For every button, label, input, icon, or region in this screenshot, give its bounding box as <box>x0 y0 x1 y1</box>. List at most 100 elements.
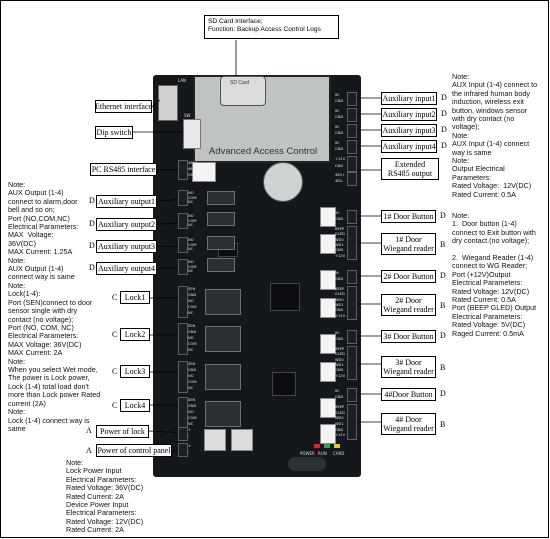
letter-a: A <box>86 446 92 455</box>
terminal-pin-label: NO <box>188 238 194 242</box>
lock-power-terminal <box>178 427 188 441</box>
sd-callout-line1: SD Card Interface; <box>208 18 263 25</box>
rs485-terminal <box>178 160 188 180</box>
note-door-wiegand: Note: 1. Door button (1-4) connect to Ex… <box>452 211 537 338</box>
panel-title: Advanced Access Control <box>208 146 318 157</box>
letter-b: B <box>440 420 446 429</box>
header-connector <box>320 362 336 382</box>
terminal-pin-label: + <box>188 444 192 448</box>
letter-d: D <box>441 93 447 102</box>
aux-output-1-label: Auxiliary output1 <box>96 195 157 208</box>
coin-battery <box>263 162 303 202</box>
letter-d: D <box>89 196 95 205</box>
terminal-pin-label: COM <box>188 242 197 247</box>
door-button-terminal <box>347 210 357 224</box>
terminal-pin-label: NO <box>188 410 194 414</box>
terminal-pin-label: GLED <box>335 232 345 237</box>
terminal-pin-label: NC <box>188 311 194 315</box>
aux-input-terminal <box>347 140 357 154</box>
lock-4-label: Lock4 <box>120 399 150 412</box>
relay <box>205 289 241 315</box>
relay <box>207 236 235 250</box>
main-chip <box>270 283 300 311</box>
power-jack <box>204 429 226 451</box>
led-label-run: RUN <box>318 451 327 456</box>
letter-d: D <box>441 109 447 118</box>
terminal-pin-label: 485+ <box>188 161 198 165</box>
terminal-pin-label: BEEP <box>335 347 345 351</box>
door-button-1-label: 1# Door Button <box>381 210 436 223</box>
lock-terminal <box>178 397 188 429</box>
terminal-pin-label: GND <box>335 395 344 399</box>
terminal-pin-label: NO <box>188 191 194 195</box>
header-connector <box>320 207 336 227</box>
note-aux-output: Note: AUX Output (1-4) connect to alarm,… <box>8 180 79 282</box>
terminal-pin-label: + <box>188 428 192 432</box>
letter-a: A <box>86 426 92 435</box>
pc-rs485-label: PC RS485 interface <box>90 163 157 176</box>
aux-output-4-label: Auxiliary output4 <box>96 262 157 275</box>
letter-d: D <box>89 263 95 272</box>
letter-b: B <box>440 301 446 310</box>
terminal-pin-label: NC <box>188 269 194 274</box>
terminal-pin-label: NC <box>188 200 194 205</box>
wiegand-2-label: 2# Door Wiegand reader <box>381 294 436 316</box>
header-connector <box>320 424 336 444</box>
terminal-pin-label: IN <box>335 109 339 113</box>
wiegand-3-label: 3# Door Wiegand reader <box>381 356 436 378</box>
terminal-pin-label: WD0 <box>335 237 344 242</box>
cert-marks <box>288 457 326 471</box>
sd-card-callout: SD Card Interface;Function: Backup Acces… <box>204 15 339 39</box>
terminal-pin-label: 485- <box>335 179 344 183</box>
terminal-pin-label: WD0 <box>335 297 344 302</box>
relay <box>207 258 235 272</box>
terminal-pin-label: COM <box>188 342 197 346</box>
wiegand-4-label: 4# Door Wiegand reader <box>381 413 436 435</box>
aux-input-4-label: Auxiliary input4 <box>381 140 437 153</box>
letter-b: B <box>440 240 446 249</box>
rs485-connector <box>192 162 216 182</box>
aux-input-2-label: Auxiliary input2 <box>381 108 437 121</box>
terminal-pin-label: IN <box>335 141 339 145</box>
header-connector <box>320 334 336 354</box>
terminal-pin-label: IN <box>335 93 339 97</box>
terminal-pin-label: GND <box>335 131 344 135</box>
relay <box>205 401 241 427</box>
lock-terminal <box>178 323 188 355</box>
card-led <box>334 444 340 448</box>
relay <box>205 326 241 352</box>
terminal-pin-label: GND <box>188 330 197 334</box>
letter-c: C <box>112 367 118 376</box>
terminal-pin-label: COM <box>188 416 197 420</box>
terminal-pin-label: GND <box>335 308 344 313</box>
terminal-pin-label: GND <box>188 368 197 372</box>
letter-c: C <box>112 401 118 410</box>
terminal-pin-label: +12V <box>335 253 346 258</box>
note-aux-input: Note: AUX Input (1-4) connect to the inf… <box>452 72 538 157</box>
letter-b: B <box>440 363 446 372</box>
terminal-pin-label: NC <box>188 386 194 390</box>
terminal-pin-label: SEN <box>188 324 196 328</box>
sd-callout-line2: Function: Backup Access Control Logs <box>208 26 321 33</box>
terminal-pin-label: SEN <box>188 398 196 402</box>
letter-d: D <box>89 219 95 228</box>
letter-d: D <box>441 125 447 134</box>
power-of-panel-label: Power of control panel <box>96 444 172 457</box>
header-connector <box>320 398 336 418</box>
aux-input-1-label: Auxiliary input1 <box>381 92 437 105</box>
terminal-pin-label: GND <box>188 293 197 297</box>
terminal-pin-label: GND <box>335 427 344 432</box>
terminal-pin-label: SEN <box>188 287 196 291</box>
terminal-pin-label: IN <box>335 211 339 215</box>
terminal-pin-label: COM <box>188 195 197 200</box>
secondary-chip <box>272 372 296 396</box>
door-button-terminal <box>347 388 357 402</box>
terminal-pin-label: +12V <box>335 373 346 378</box>
wiegand-terminal <box>347 226 357 260</box>
terminal-pin-label: NO <box>188 260 194 264</box>
lock-terminal <box>178 286 188 318</box>
terminal-pin-label: IN <box>335 271 339 275</box>
terminal-pin-label: GND <box>188 404 197 408</box>
terminal-pin-label: GND <box>335 217 344 221</box>
